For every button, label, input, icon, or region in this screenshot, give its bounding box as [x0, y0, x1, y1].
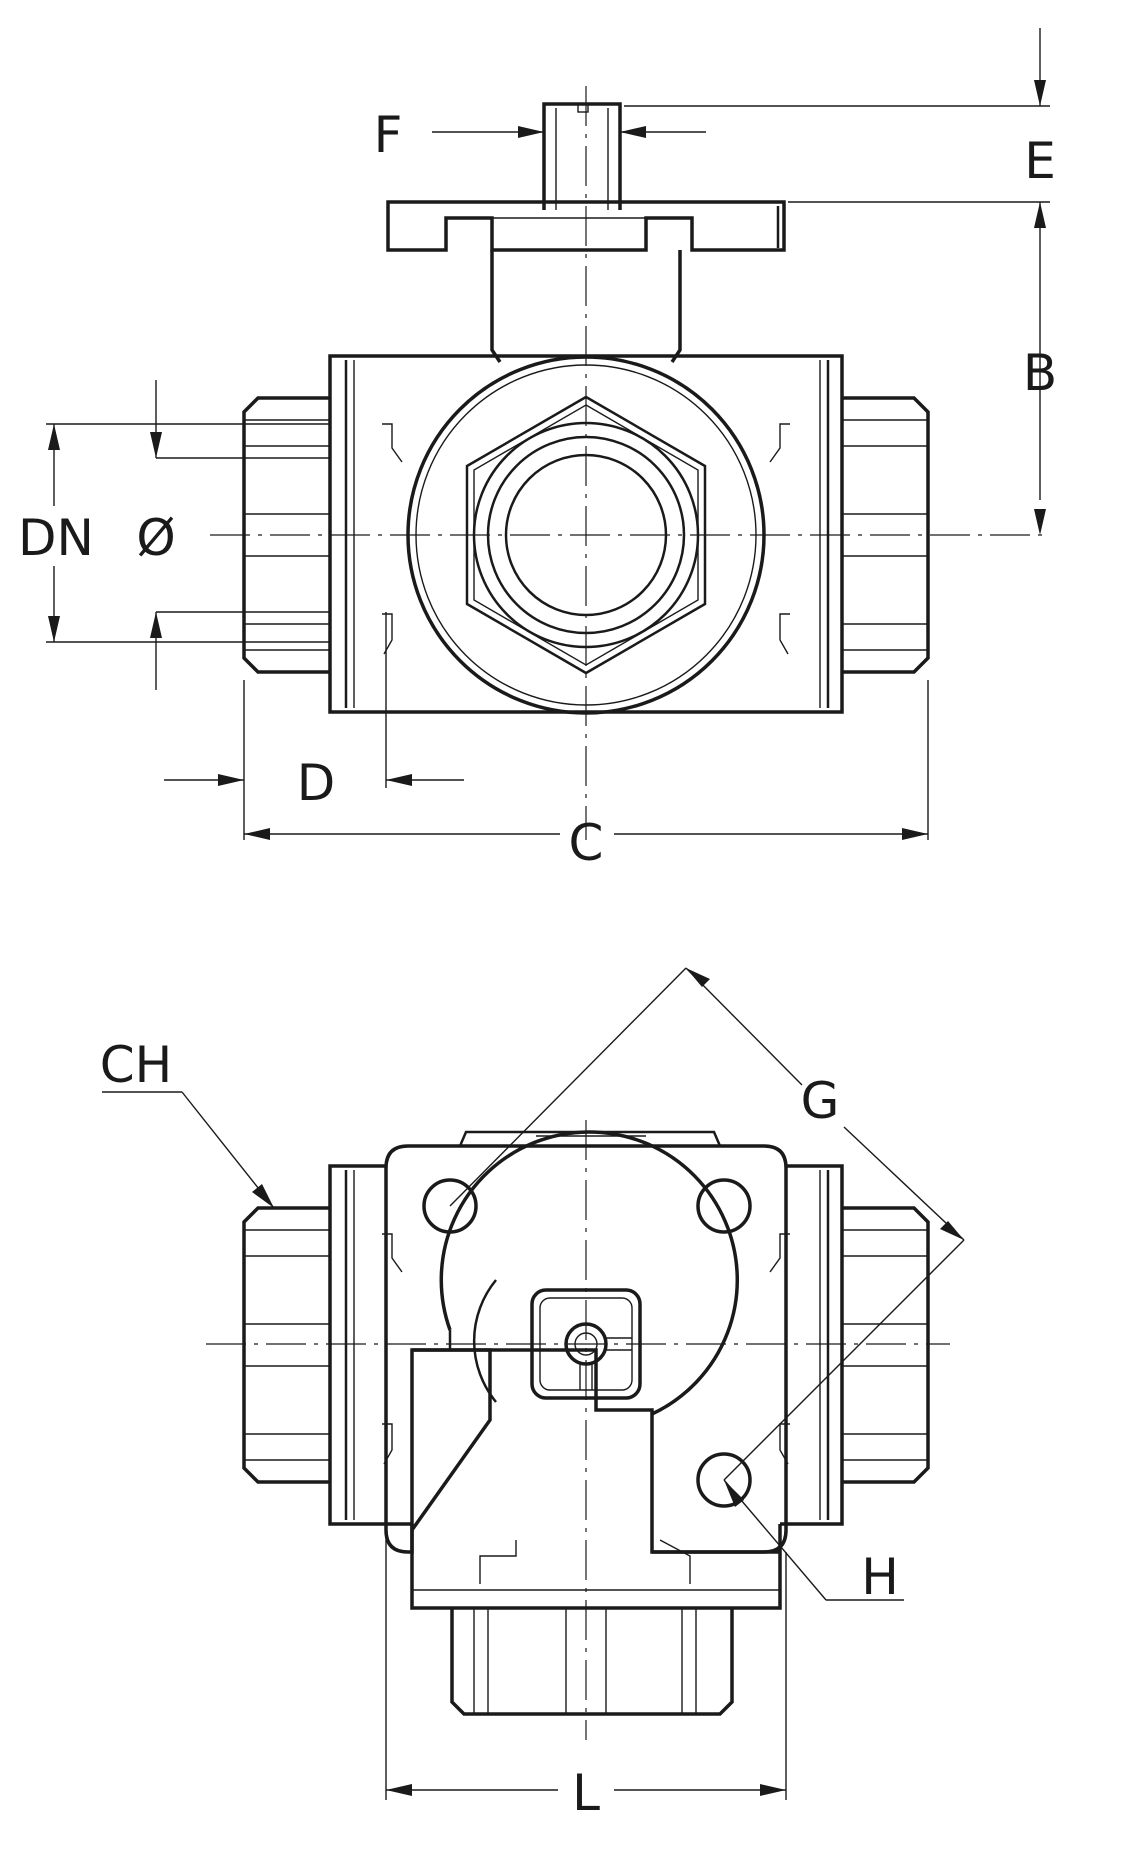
- tee-branch: [410, 1348, 782, 1716]
- label-l: L: [572, 1764, 600, 1822]
- label-b: B: [1023, 344, 1057, 402]
- label-dn: DN: [18, 509, 94, 567]
- top-body-sides: [328, 1164, 844, 1526]
- dimension-g: G: [449, 967, 965, 1481]
- label-h: H: [861, 1548, 899, 1606]
- dimension-h: H: [723, 1479, 904, 1606]
- dimension-d: D: [164, 612, 464, 840]
- dimension-c: C: [244, 680, 929, 872]
- label-g: G: [801, 1072, 840, 1130]
- stem: [542, 102, 622, 210]
- bolt-hole-top-right: [696, 1178, 752, 1234]
- top-left-port: [242, 1206, 330, 1484]
- operator-disc: [439, 1130, 739, 1416]
- dimension-phi: Ø: [128, 380, 330, 690]
- label-e: E: [1024, 132, 1056, 190]
- label-phi: Ø: [136, 509, 175, 567]
- thread-markers: [382, 423, 790, 655]
- dimension-e: E: [624, 28, 1056, 500]
- top-right-port: [842, 1206, 930, 1484]
- top-center-lines: [206, 1120, 950, 1740]
- front-dimensions: F E B DN: [10, 28, 1057, 872]
- mounting-flange: [386, 200, 786, 252]
- neck: [490, 250, 682, 363]
- front-view: [210, 86, 1050, 840]
- dimension-l: L: [385, 1352, 787, 1822]
- label-ch: CH: [100, 1036, 173, 1094]
- dimension-ch: CH: [100, 1036, 275, 1209]
- bolt-hole-bottom-right: [696, 1452, 752, 1508]
- front-center-lines: [210, 86, 1050, 840]
- dimension-b: B: [1023, 344, 1057, 535]
- dimension-f: F: [374, 106, 706, 164]
- label-f: F: [374, 106, 403, 164]
- label-c: C: [569, 814, 604, 872]
- top-dimensions: CH G H L: [100, 967, 965, 1822]
- dimension-dn: DN: [10, 423, 330, 643]
- right-port: [842, 396, 930, 674]
- label-d: D: [297, 754, 336, 812]
- top-view: [206, 1120, 950, 1740]
